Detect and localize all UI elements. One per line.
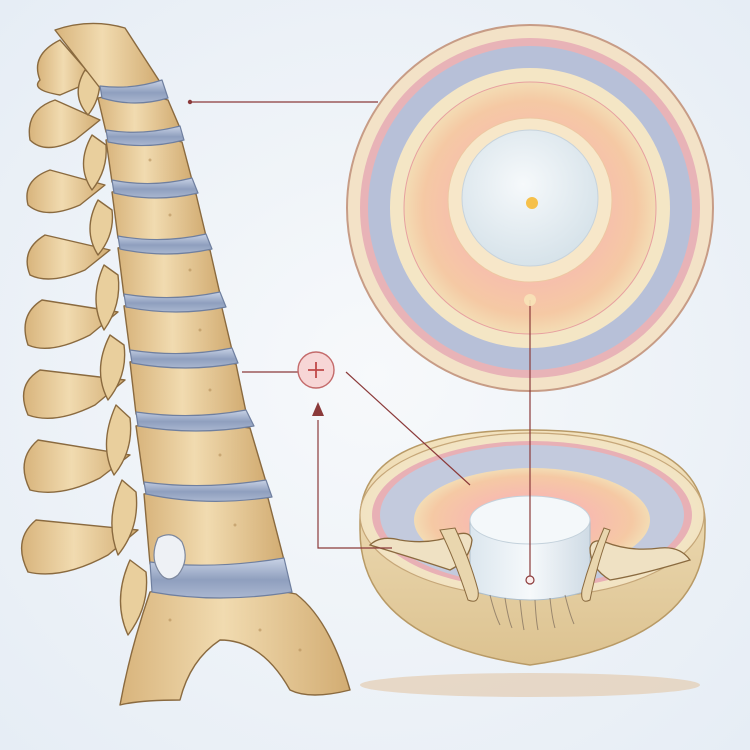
callout-dot-nucleus: [525, 575, 535, 585]
plus-in-circle-icon[interactable]: [297, 351, 335, 389]
callout-origin-glow: [524, 294, 536, 306]
disc: [135, 409, 255, 432]
sacrum: [119, 584, 351, 706]
disc-herniation: [153, 534, 186, 580]
disc: [149, 557, 293, 599]
lamina-left: [439, 527, 479, 602]
disc: [129, 347, 239, 369]
disc: [111, 177, 199, 199]
articular-processes: [77, 69, 148, 636]
vertebra: [135, 421, 267, 489]
disc: [123, 291, 227, 313]
vertebral-bodies: [54, 22, 351, 706]
disc: [143, 479, 273, 502]
bone-texture: [148, 158, 302, 652]
callout-line-diagonal: [345, 371, 471, 486]
spinous-processes: [20, 39, 139, 575]
nucleus-center-dot: [526, 197, 538, 209]
lamina-right: [581, 527, 611, 602]
arrow-up-icon: [312, 402, 324, 416]
disc: [99, 79, 169, 104]
callout-bracket: [317, 420, 392, 549]
disc: [117, 233, 213, 255]
spine-column: [20, 22, 351, 706]
callout-dot-top: [187, 99, 193, 105]
intervertebral-discs: [99, 79, 293, 599]
posterior-element-right: [589, 540, 692, 581]
disc-axial-view: [346, 24, 714, 392]
cutaway-base-shadow: [360, 673, 700, 697]
nerve-fibers: [489, 594, 575, 631]
callout-lines: [190, 101, 531, 580]
disc: [105, 125, 185, 147]
